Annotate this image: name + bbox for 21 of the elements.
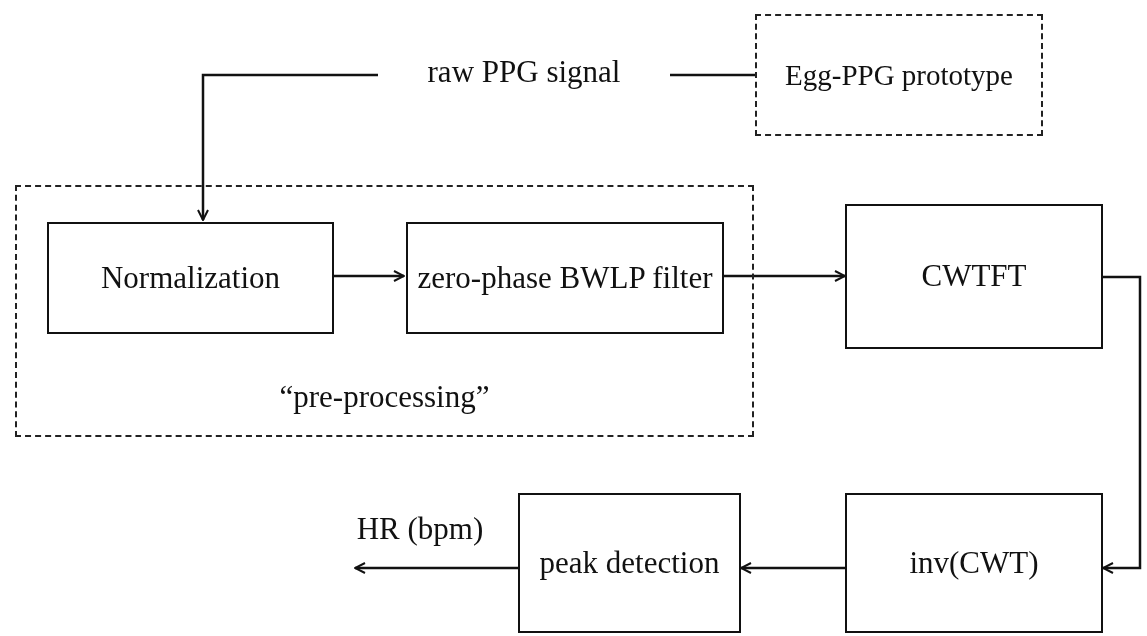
process-box bbox=[845, 493, 1103, 633]
connector-line bbox=[670, 73, 755, 77]
box-label: CWTFT bbox=[921, 257, 1027, 296]
box-label: inv(CWT) bbox=[909, 543, 1039, 582]
box-label: zero-phase BWLP filter bbox=[417, 258, 713, 297]
device-box bbox=[755, 14, 1043, 136]
process-box bbox=[518, 493, 741, 633]
box-label: Egg-PPG prototype bbox=[785, 57, 1013, 93]
output-label: HR (bpm) bbox=[356, 509, 484, 548]
arrow bbox=[740, 562, 845, 574]
signal-label: raw PPG signal bbox=[427, 52, 621, 91]
process-box bbox=[845, 204, 1103, 349]
arrow bbox=[1102, 275, 1142, 574]
group-box bbox=[15, 185, 754, 437]
arrow bbox=[354, 562, 518, 574]
box-label: peak detection bbox=[539, 543, 720, 582]
box-label: Normalization bbox=[100, 258, 281, 297]
arrow bbox=[197, 73, 378, 221]
group-label: “pre-processing” bbox=[279, 378, 490, 417]
process-box bbox=[406, 222, 724, 334]
process-box bbox=[47, 222, 334, 334]
